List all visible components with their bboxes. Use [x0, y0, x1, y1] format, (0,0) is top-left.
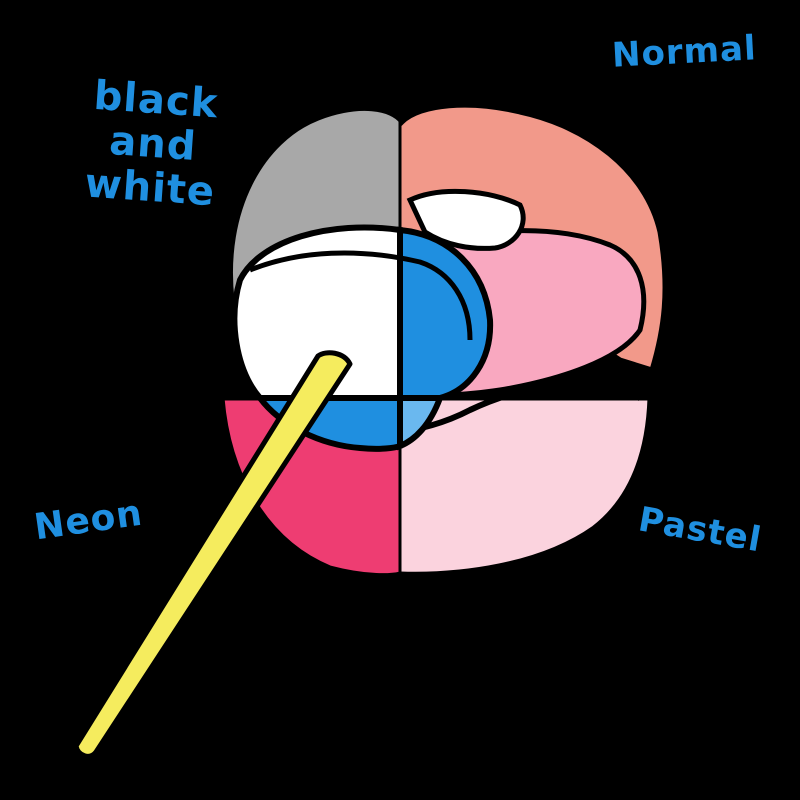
lollipop-stick — [73, 350, 353, 759]
candy-blue-half — [397, 226, 494, 401]
teeth — [406, 188, 526, 251]
label-black-and-white: black and white — [83, 72, 220, 216]
candy-white-half — [231, 224, 403, 401]
label-normal: Normal — [611, 28, 758, 76]
candy-swirl — [249, 250, 473, 341]
lower-lip-pastel — [400, 398, 653, 577]
